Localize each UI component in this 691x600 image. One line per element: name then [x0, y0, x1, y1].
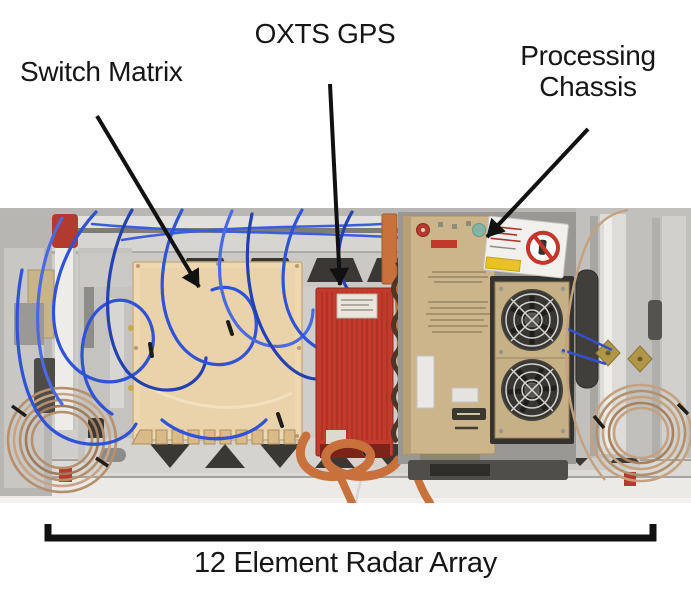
- coax-coil-left: [6, 386, 118, 494]
- blue-wire: [565, 326, 613, 352]
- switch-matrix-label: Switch Matrix: [20, 56, 183, 87]
- switch-matrix-unit: [128, 261, 303, 445]
- processing-chassis-label: Processing Chassis: [520, 40, 656, 103]
- oxts-gps-label: OXTS GPS: [254, 18, 396, 49]
- chassis-text-block: [426, 271, 490, 333]
- switch-matrix-screws: [134, 262, 301, 440]
- vertical-pipe: [55, 245, 76, 482]
- oxts-gps-unit: [315, 287, 394, 503]
- right-frame-section: [561, 208, 691, 458]
- coax-coil-right: [564, 208, 691, 486]
- equipment-photo: [0, 208, 691, 503]
- chassis-white-sticker: [416, 355, 435, 409]
- cooling-fan: [501, 359, 563, 421]
- oxts-top-label: [336, 293, 378, 319]
- radar-array-bracket: [44, 524, 657, 542]
- chassis-teal-button: [472, 223, 486, 237]
- switch-matrix-connector-row: [131, 429, 296, 445]
- caution-sticker: [483, 215, 569, 279]
- chassis-fan-housing: [490, 276, 574, 444]
- cooling-fan: [501, 289, 563, 351]
- chassis-white-sticker: [451, 387, 479, 403]
- radar-array-label: 12 Element Radar Array: [194, 547, 497, 579]
- sma-connector: [128, 385, 134, 391]
- chassis-red-stripe: [431, 240, 457, 248]
- sma-connector: [128, 325, 134, 331]
- black-handle: [575, 269, 599, 389]
- caution-strip: [485, 256, 522, 273]
- blue-wire: [561, 348, 607, 366]
